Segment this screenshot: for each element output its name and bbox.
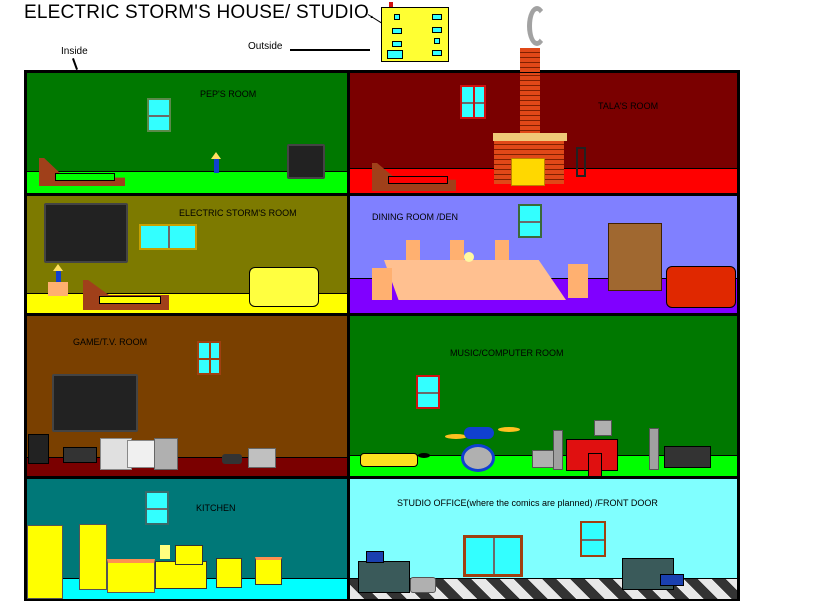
stereo-icon [28, 434, 49, 464]
window-icon [197, 341, 221, 375]
chimney-icon [520, 73, 540, 135]
window-icon [147, 98, 171, 132]
speaker-icon [553, 430, 563, 470]
fireplace-tools-icon [576, 147, 586, 177]
inside-arrow [72, 58, 78, 70]
window-icon [580, 521, 606, 557]
wall-tv-icon [44, 203, 128, 263]
dining-table-icon [384, 260, 566, 300]
bass-drum-icon [461, 444, 495, 472]
room-electric-storms-room: ELECTRIC STORM'S ROOM [27, 196, 347, 313]
inside-label: Inside [61, 46, 88, 57]
nintendo-ds-icon [248, 448, 276, 468]
tv-icon [287, 144, 325, 179]
bed-mattress [55, 173, 115, 181]
sink-counter-icon [107, 559, 155, 593]
lamp-base-icon [214, 159, 219, 173]
window-icon [518, 204, 542, 238]
chimney-top-icon [520, 48, 540, 72]
house-exterior-icon [381, 7, 449, 62]
bed-mattress [388, 176, 448, 184]
window-icon [145, 491, 169, 525]
office-chair-icon [588, 453, 602, 476]
keyboard-piano-icon [664, 446, 711, 468]
bed-icon [83, 280, 169, 310]
page-title: ELECTRIC STORM'S HOUSE/ STUDIO. [24, 2, 375, 23]
stove-icon [216, 558, 242, 588]
room-label: STUDIO OFFICE(where the comics are plann… [397, 498, 658, 508]
microwave-icon [175, 545, 203, 565]
side-table-icon [48, 282, 68, 296]
fire-screen-icon [511, 158, 545, 186]
room-label: KITCHEN [196, 503, 236, 513]
chair-icon [372, 268, 392, 300]
electric-guitar-icon [360, 453, 418, 467]
room-label: GAME/T.V. ROOM [73, 337, 148, 347]
monitor-icon [594, 420, 612, 436]
lamp-shade-icon [211, 152, 221, 159]
outside-arrow [290, 49, 370, 51]
room-label: PEP'S ROOM [200, 89, 257, 99]
window-icon [460, 85, 486, 119]
xbox-360-icon [100, 438, 132, 470]
outside-label: Outside [248, 41, 283, 52]
room-studio-office: STUDIO OFFICE(where the comics are plann… [350, 479, 737, 599]
psp-icon [222, 454, 242, 464]
room-talas-room: TALA'S ROOM [350, 73, 737, 193]
dishwasher-icon [255, 557, 282, 585]
window-icon [139, 224, 197, 250]
wall-tv-icon [52, 374, 138, 432]
room-game-tv-room: GAME/T.V. ROOM [27, 316, 347, 476]
window-icon [416, 375, 440, 409]
fridge-icon [79, 524, 107, 590]
room-label: MUSIC/COMPUTER ROOM [450, 348, 564, 358]
candle-icon [464, 252, 474, 262]
drawers-icon [155, 561, 207, 589]
chair-icon [568, 264, 588, 298]
smoke-icon [527, 6, 547, 46]
lamp-base-icon [56, 271, 61, 282]
antenna-icon [389, 2, 393, 7]
blender-icon [160, 545, 170, 559]
cymbal-icon [445, 434, 467, 439]
chair-icon [450, 240, 464, 260]
chair-icon [495, 240, 509, 260]
tom-drums-icon [464, 427, 494, 439]
drum-stool-icon [418, 453, 430, 458]
room-peps-room: PEP'S ROOM [27, 73, 347, 193]
scanner-icon [410, 577, 436, 593]
bookshelf-icon [608, 223, 662, 291]
bed-mattress [99, 296, 161, 304]
monitor-icon [366, 551, 384, 563]
house-interior-frame: PEP'S ROOM TALA'S ROOM ELECTRIC STORM'S … [24, 70, 740, 601]
front-door-icon[interactable] [463, 535, 523, 577]
room-kitchen: KITCHEN [27, 479, 347, 599]
speaker-icon [649, 428, 659, 470]
sofa-icon [666, 266, 736, 308]
dvd-player-icon [63, 447, 97, 463]
cymbal-icon [498, 427, 520, 432]
mantel-icon [493, 133, 567, 141]
room-label: TALA'S ROOM [598, 101, 659, 111]
room-label: ELECTRIC STORM'S ROOM [179, 208, 297, 218]
desk-icon [358, 561, 410, 593]
wii-icon [127, 440, 155, 468]
room-dining-room-den: DINING ROOM /DEN [350, 196, 737, 313]
room-label: DINING ROOM /DEN [372, 212, 459, 222]
blue-chair-icon [660, 574, 684, 586]
chair-icon [406, 240, 420, 260]
room-music-computer-room: MUSIC/COMPUTER ROOM [350, 316, 737, 476]
printer-icon [532, 450, 554, 468]
lamp-shade-icon [53, 264, 63, 271]
sofa-icon [249, 267, 319, 307]
ps3-icon [154, 438, 178, 470]
refrigerator-icon [27, 525, 63, 599]
